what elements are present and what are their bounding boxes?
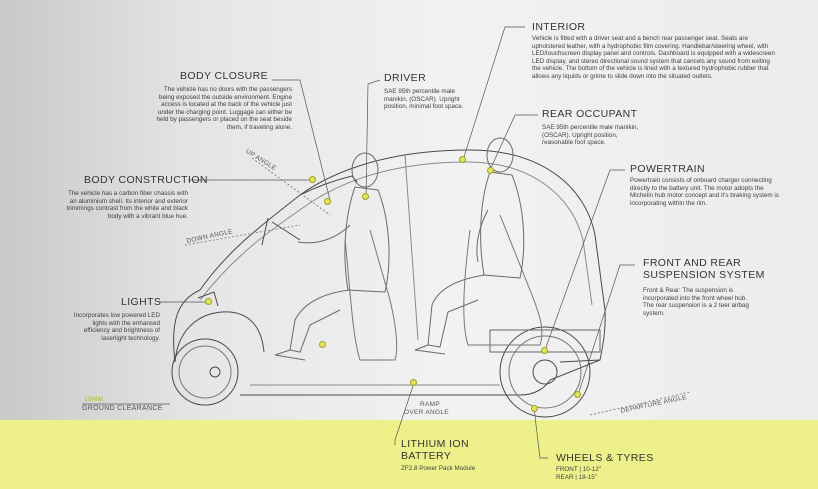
leader-powertrain [544,169,625,351]
rear-occupant-marker [487,167,494,174]
body-closure-title: BODY CLOSURE [180,70,269,82]
suspension-text: Front & Rear: The suspension is incorpor… [643,287,750,317]
body-closure-marker [324,198,331,205]
ground-clearance-label: GROUND CLEARANCE [82,405,163,412]
suspension-title-line2: SUSPENSION SYSTEM [643,269,765,281]
wheels-title: WHEELS & TYRES [556,452,654,464]
leader-battery [394,382,415,445]
rear-wheel [499,326,591,418]
rear-wheel-rim [508,335,582,409]
body-construction-title: BODY CONSTRUCTION [84,174,208,186]
steering-column [261,217,301,246]
driver-text: SAE 95th percentile male manikin, (OSCAR… [384,88,464,111]
powertrain-text: Powertrain consists of onboard charger c… [630,177,779,207]
rear-seat-marker [319,341,326,348]
front-wheel-hub [209,366,221,378]
front-wheel-rim [178,345,232,399]
battery-title-line2: BATTERY [401,450,452,462]
windshield-frame [299,175,358,196]
leader-suspension [577,264,635,396]
body-closure-text: The vehicle has no doors with the passen… [156,86,292,131]
body-construction-text: The vehicle has a carbon fiber chassis w… [66,190,188,220]
suspension-title-line1: FRONT AND REAR [643,257,742,269]
wheels-front: FRONT | 10-12" [556,466,602,473]
body-construction-marker [309,176,316,183]
leader-driver [365,79,381,197]
leader-wheels [533,407,548,459]
battery-title-line1: LITHIUM ION [401,438,469,450]
battery-text: ZF2.8 Power Pack Module [401,465,476,472]
driver-manikin [274,152,390,361]
vehicle-inner-shell [199,161,593,306]
headlight [197,291,219,307]
ramp-over-angle-line1: RAMP [420,401,440,408]
vehicle-floor [240,359,601,396]
driver-marker [362,193,369,200]
rear-occupant-title: REAR OCCUPANT [542,108,638,120]
down-angle-line [184,224,301,246]
powertrain-title: POWERTRAIN [630,163,705,175]
vehicle-body-outline [173,149,606,363]
pillar [404,154,419,341]
front-wheel-arch [174,311,265,363]
lights-text: Incorporates low powered LED lights with… [73,312,160,342]
interior-marker [459,156,466,163]
leader-body-closure [272,79,331,201]
rear-occupant-manikin [414,137,525,355]
ground-plane [0,420,818,489]
front-wheel [171,338,239,406]
ground-clearance-value: 15mm [84,396,104,403]
driver-title: DRIVER [384,72,427,84]
rear-seat [463,214,543,346]
driver-seat [344,229,398,361]
ramp-over-angle-line2: OVER ANGLE [404,409,449,416]
wheels-marker [531,405,538,412]
suspension-marker [574,391,581,398]
lights-title: LIGHTS [121,296,162,308]
battery-marker [410,379,417,386]
lights-marker [205,298,212,305]
up-angle-line [251,157,331,216]
rear-occupant-text: SAE 95th percentile male manikin, (OSCAR… [542,124,639,147]
departure-angle-line [589,391,691,416]
wheels-rear: REAR | 18-15" [556,474,597,481]
powertrain-marker [541,347,548,354]
leader-interior [462,26,525,161]
leader-rear-occupant [489,114,538,171]
rear-wheel-hub [532,359,558,385]
interior-text: Vehicle is fitted with a driver seat and… [532,35,775,80]
interior-title: INTERIOR [532,21,586,33]
